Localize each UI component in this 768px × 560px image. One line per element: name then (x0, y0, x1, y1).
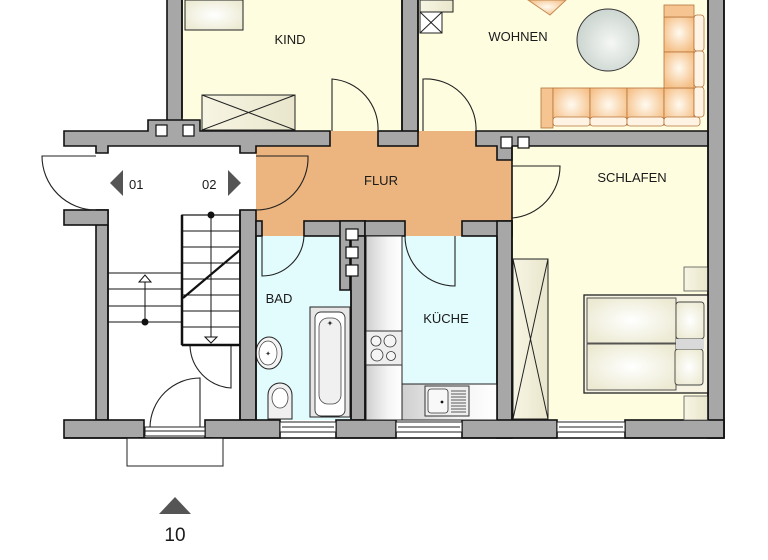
wohnen-corner-sofa (540, 4, 705, 129)
door-apartment-01[interactable] (41, 155, 97, 211)
schlafen-furniture (512, 258, 709, 421)
door-house-entrance[interactable] (149, 377, 201, 428)
room-label-kueche: KÜCHE (423, 311, 469, 326)
svg-text:✦: ✦ (327, 319, 334, 328)
svg-text:✦: ✦ (265, 350, 271, 358)
kitchen-sink (424, 385, 470, 417)
entrance-number: 10 (164, 525, 185, 546)
chimney-shafts (155, 124, 530, 277)
windows (144, 421, 626, 437)
wohnen-armchair (527, 0, 567, 16)
double-bed (583, 294, 709, 394)
door-kind[interactable] (331, 78, 379, 132)
room-fills (108, 0, 708, 420)
door-apartment-02[interactable] (255, 155, 309, 211)
room-outlines (64, 0, 725, 439)
wohnen-furniture (419, 0, 705, 129)
kind-bed (184, 0, 244, 31)
unit-label-01: 01 (129, 177, 143, 192)
washbasin: ✦ (255, 336, 283, 370)
bathtub: ✦ (309, 306, 351, 418)
door-wohnen[interactable] (422, 78, 477, 132)
entrance-marker: 10 (159, 497, 191, 546)
room-label-schlafen: SCHLAFEN (597, 170, 666, 185)
stairwell-fill (108, 146, 240, 420)
door-stair-inner[interactable] (189, 345, 232, 389)
room-label-kind: KIND (274, 32, 305, 47)
triangle-up-icon (159, 497, 191, 514)
unit-markers: 01 02 (110, 170, 241, 196)
nightstand-bottom (683, 395, 709, 421)
kind-furniture (184, 0, 296, 131)
door-bad[interactable] (261, 235, 305, 277)
room-label-bad: BAD (266, 291, 293, 306)
kitchen-counter-left (365, 235, 403, 421)
doors[interactable] (41, 78, 561, 428)
toilet (267, 382, 293, 420)
room-label-wohnen: WOHNEN (488, 29, 547, 44)
door-schlafen[interactable] (511, 165, 561, 219)
triangle-left-icon (110, 170, 123, 196)
room-flur-fill (256, 131, 512, 236)
triangle-right-icon (228, 170, 241, 196)
room-labels: KIND WOHNEN FLUR SCHLAFEN BAD KÜCHE (266, 29, 667, 326)
entrance-landing (126, 437, 224, 467)
bad-fixtures: ✦ ✦ (255, 306, 351, 420)
schlafen-wardrobe (512, 258, 549, 420)
staircase (108, 211, 241, 347)
wohnen-cabinet (419, 0, 454, 34)
unit-label-02: 02 (202, 177, 216, 192)
room-label-flur: FLUR (364, 173, 398, 188)
door-kueche[interactable] (404, 235, 456, 287)
nightstand-top (683, 266, 709, 292)
stove (365, 330, 403, 366)
wohnen-round-table (576, 8, 640, 72)
kind-wardrobe (201, 94, 296, 131)
